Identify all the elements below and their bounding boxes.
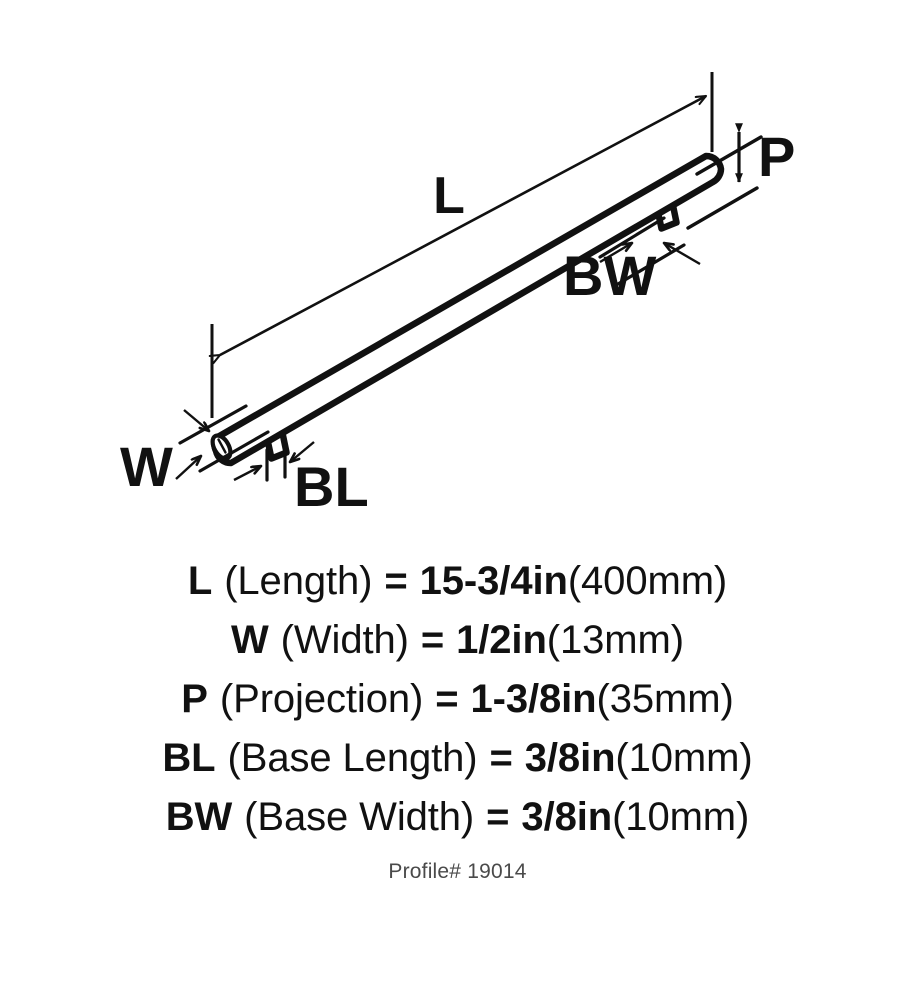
spec-key-width: W xyxy=(231,618,269,662)
label-width: W xyxy=(120,435,173,498)
width-dimension: W xyxy=(120,404,270,498)
spec-key-length: L xyxy=(187,559,213,603)
spec-key-projection: P xyxy=(181,677,208,721)
projection-leader-bottom xyxy=(686,186,759,230)
spec-inches-width: 1/2in xyxy=(456,618,547,662)
projection-dimension: P xyxy=(686,123,795,230)
spec-key-base-length: BL xyxy=(162,736,216,780)
spec-equals-base-width: = xyxy=(486,795,510,839)
projection-leader-top xyxy=(695,135,763,176)
spec-row-base-length: BL(Base Length)=3/8in(10mm) xyxy=(0,729,915,788)
spec-mm-length: (400mm) xyxy=(567,559,728,603)
label-length: L xyxy=(433,167,465,225)
width-arrow-top xyxy=(183,409,209,431)
spec-inches-length: 15-3/4in xyxy=(419,559,568,603)
spec-mm-base-length: (10mm) xyxy=(615,736,753,780)
spec-mm-projection: (35mm) xyxy=(596,677,734,721)
spec-name-base-width: (Base Width) xyxy=(244,795,475,839)
spec-equals-projection: = xyxy=(435,677,459,721)
spec-equals-length: = xyxy=(384,559,408,603)
product-dimension-drawing: L P BW W xyxy=(120,72,795,518)
specification-list: L(Length)=15-3/4in(400mm) W(Width)=1/2in… xyxy=(0,552,915,847)
spec-row-length: L(Length)=15-3/4in(400mm) xyxy=(0,552,915,611)
base-length-arrow-left xyxy=(233,466,261,482)
length-dimension-arrow xyxy=(220,94,706,355)
base-width-arrow-left xyxy=(599,243,632,264)
spec-key-base-width: BW xyxy=(165,795,233,839)
spec-name-length: (Length) xyxy=(224,559,373,603)
label-projection: P xyxy=(758,125,795,188)
spec-name-base-length: (Base Length) xyxy=(227,736,478,780)
spec-equals-base-length: = xyxy=(489,736,513,780)
base-width-dimension: BW xyxy=(563,216,701,307)
spec-inches-base-width: 3/8in xyxy=(521,795,613,839)
base-length-dimension: BL xyxy=(233,441,369,518)
base-width-leader-upper xyxy=(598,216,666,259)
spec-name-projection: (Projection) xyxy=(219,677,424,721)
spec-row-projection: P(Projection)=1-3/8in(35mm) xyxy=(0,670,915,729)
spec-mm-base-width: (10mm) xyxy=(612,795,750,839)
base-width-arrow-right xyxy=(664,243,701,266)
spec-inches-projection: 1-3/8in xyxy=(470,677,597,721)
tube-end-inner-line xyxy=(217,438,227,454)
width-leader-upper xyxy=(178,404,248,445)
spec-equals-width: = xyxy=(420,618,445,662)
profile-number: Profile# 19014 xyxy=(388,860,527,883)
spec-name-width: (Width) xyxy=(280,618,409,662)
width-arrow-bottom xyxy=(175,456,201,480)
base-length-arrow-right xyxy=(290,441,315,462)
label-base-length: BL xyxy=(294,455,369,518)
bar-pull-illustration xyxy=(210,152,725,467)
width-leader-lower xyxy=(198,430,270,473)
spec-inches-base-length: 3/8in xyxy=(524,736,616,780)
length-dimension: L xyxy=(212,72,714,418)
drawing-canvas: L P BW W xyxy=(120,72,795,518)
spec-row-width: W(Width)=1/2in(13mm) xyxy=(0,611,915,670)
handle-bar-tube xyxy=(210,152,725,467)
label-base-width: BW xyxy=(563,244,656,307)
spec-mm-width: (13mm) xyxy=(546,618,684,662)
spec-row-base-width: BW(Base Width)=3/8in(10mm) xyxy=(0,788,915,847)
